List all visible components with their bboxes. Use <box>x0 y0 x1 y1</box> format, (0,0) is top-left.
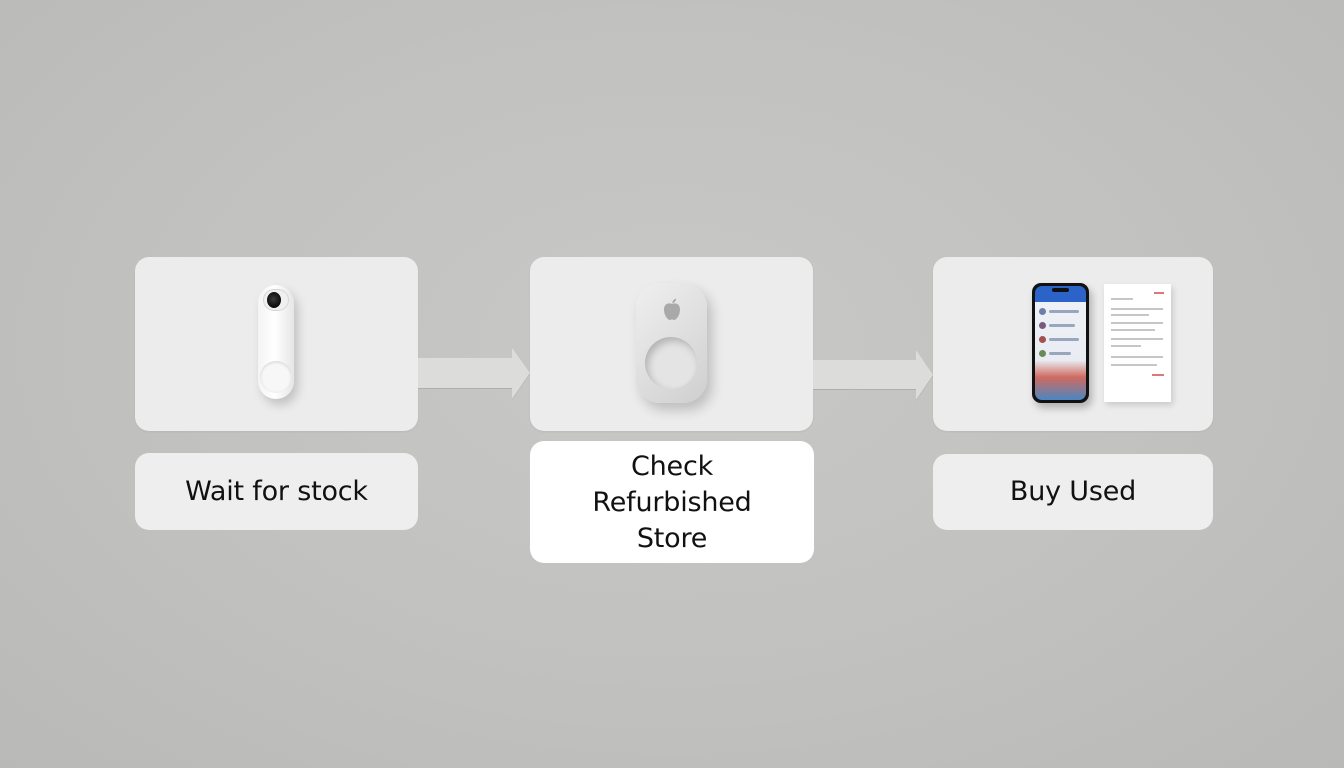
app-dot <box>1039 308 1046 315</box>
step-2-image-card <box>530 257 813 431</box>
app-row <box>1049 324 1075 327</box>
apple-tag-icon <box>636 283 707 403</box>
receipt-line <box>1111 329 1155 331</box>
apple-logo-icon <box>664 298 680 320</box>
smartphone-icon <box>1032 283 1089 403</box>
receipt-line <box>1111 338 1163 340</box>
step-1-label-text: Wait for stock <box>185 475 368 507</box>
receipt-line <box>1111 364 1157 366</box>
arrow-right-icon <box>813 350 933 401</box>
arrow-right-icon <box>418 348 530 400</box>
step-2-label-text: Check Refurbished Store <box>592 451 752 554</box>
step-3-label-text: Buy Used <box>1009 476 1137 507</box>
step-1-label: Wait for stock <box>135 453 418 530</box>
app-row <box>1049 352 1071 355</box>
receipt-line <box>1111 345 1141 347</box>
phone-notch <box>1052 288 1069 292</box>
receipt-line <box>1111 314 1149 316</box>
step-3-image-card <box>933 257 1213 431</box>
app-dot <box>1039 322 1046 329</box>
receipt-mark <box>1154 292 1164 294</box>
phone-screen <box>1035 286 1086 400</box>
step-3-label: Buy Used <box>933 454 1213 530</box>
app-dot <box>1039 336 1046 343</box>
step-1-image-card <box>135 257 418 431</box>
tag-ring-hole <box>645 337 697 389</box>
receipt-line <box>1111 322 1163 324</box>
receipt-mark <box>1152 374 1164 376</box>
doorbell-camera <box>263 289 289 311</box>
video-doorbell-icon <box>258 285 294 399</box>
receipt-line <box>1111 356 1163 358</box>
receipt-line <box>1111 308 1163 310</box>
app-dot <box>1039 350 1046 357</box>
receipt-document-icon <box>1104 284 1171 402</box>
step-2-label: Check Refurbished Store <box>530 441 814 563</box>
app-row <box>1049 310 1079 313</box>
doorbell-button-icon <box>260 361 292 393</box>
camera-lens-icon <box>267 292 281 308</box>
app-row <box>1049 338 1079 341</box>
receipt-line <box>1111 298 1133 300</box>
